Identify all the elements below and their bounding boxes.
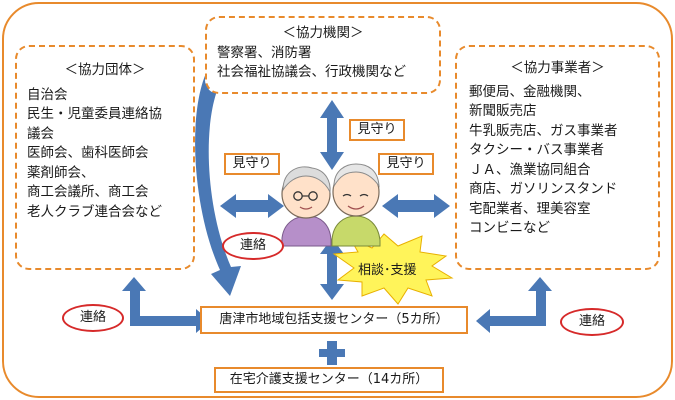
business-line: 郵便局、金融機関、 <box>469 83 591 100</box>
business-line: 牛乳販売店、ガス事業者 <box>469 122 618 139</box>
business-line: 商店、ガソリンスタンド <box>469 181 618 197</box>
cooperating-agencies-title: ＜協力機関＞ <box>282 25 364 41</box>
plus-sign: ＋ <box>325 343 326 344</box>
watch-label-left: 見守り <box>224 153 280 175</box>
central-support-center: 唐津市地域包括支援センター（5カ所） <box>200 306 468 334</box>
group-line: 自治会 <box>27 86 68 103</box>
business-line: ＪＡ、漁業協同組合 <box>469 161 591 178</box>
group-line: 民生・児童委員連絡協 <box>27 106 162 122</box>
arrow-bottom-double <box>320 238 344 300</box>
group-line: 医師会、歯科医師会 <box>27 145 149 161</box>
cooperating-groups-box: ＜協力団体＞ 自治会 民生・児童委員連絡協 議会 医師会、歯科医師会 薬剤師会、… <box>15 45 195 270</box>
home-care-support-center: 在宅介護支援センター（14カ所） <box>214 367 444 393</box>
arrow-right-double <box>382 194 450 218</box>
contact-label-right: 連絡 <box>560 308 624 336</box>
group-line: 議会 <box>27 125 54 142</box>
business-line: コンビニなど <box>469 220 550 236</box>
cooperating-groups-title: ＜協力団体＞ <box>64 62 146 78</box>
curved-arrow-agencies-to-center <box>195 62 241 296</box>
business-line: タクシー・バス事業者 <box>469 142 604 158</box>
watch-label-right: 見守り <box>378 153 434 175</box>
elbow-arrow-right <box>476 277 552 333</box>
arrow-top-double <box>320 100 344 170</box>
consult-burst <box>332 233 454 305</box>
watch-label-top: 見守り <box>349 119 405 141</box>
cooperating-businesses-box: ＜協力事業者＞ 郵便局、金融機関、 新聞販売店 牛乳販売店、ガス事業者 タクシー… <box>455 45 660 270</box>
agency-line: 警察署、消防署 <box>217 44 312 61</box>
business-line: 宅配業者、理美容室 <box>469 200 591 217</box>
group-line: 商工会議所、商工会 <box>27 184 149 200</box>
agency-line: 社会福祉協議会、行政機関など <box>217 64 406 80</box>
plus-connector <box>319 341 345 365</box>
cooperating-agencies-box: ＜協力機関＞ 警察署、消防署 社会福祉協議会、行政機関など <box>205 16 441 94</box>
business-line: 新聞販売店 <box>469 103 537 119</box>
consult-support-label: 相談･支援 <box>358 263 417 278</box>
contact-label-left: 連絡 <box>62 304 124 332</box>
group-line: 老人クラブ連合会など <box>27 203 162 220</box>
cooperating-businesses-title: ＜協力事業者＞ <box>510 60 605 76</box>
group-line: 薬剤師会、 <box>27 164 95 181</box>
arrow-left-double <box>220 194 284 218</box>
contact-label-center: 連絡 <box>222 232 284 260</box>
elderly-couple-icon <box>281 163 381 247</box>
elbow-arrow-left <box>122 277 210 333</box>
